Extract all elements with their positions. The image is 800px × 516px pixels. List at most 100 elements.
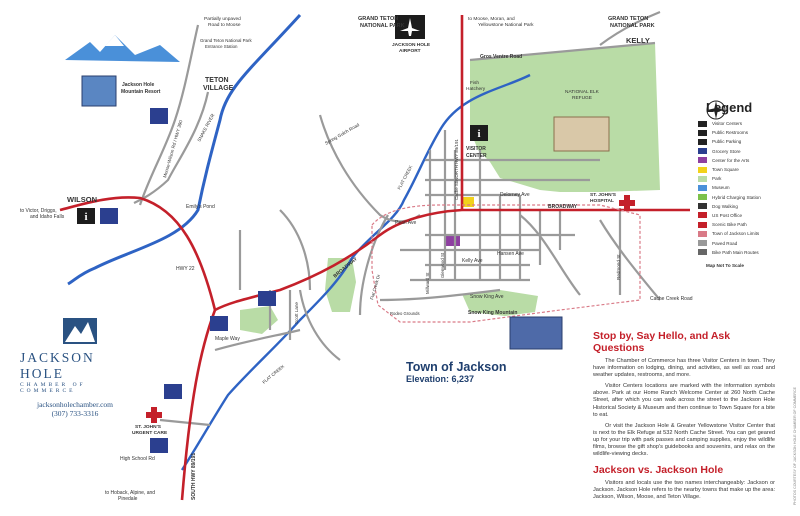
- svg-text:i: i: [477, 128, 480, 140]
- label-snow-king-ave: Snow King Ave: [470, 294, 504, 300]
- park-areas: [240, 43, 660, 334]
- snake-river: [67, 13, 302, 286]
- elk-refuge-photo: [553, 116, 610, 152]
- grocery-icon: [258, 291, 276, 306]
- label-flat-creek-dr: Flat Creek Dr: [369, 273, 381, 300]
- legend-item-label: Center for the Arts: [712, 157, 750, 163]
- legend-item-label: Paved Road: [712, 240, 738, 246]
- hospital-cross-icon: [619, 195, 635, 211]
- brand-name: JACKSON HOLE: [20, 350, 95, 381]
- legend-item-label: Dog Walking: [712, 203, 738, 209]
- label-to-moose: to Moose, Moran, and: [468, 16, 515, 22]
- chamber-branding: JACKSON HOLE CHAMBER OF COMMERCE jackson…: [20, 310, 140, 418]
- label-kelly: KELLY: [626, 36, 650, 45]
- label-resort: Jackson Hole: [122, 82, 154, 88]
- south-hwy-89: [180, 309, 217, 501]
- info-para-1: The Chamber of Commerce has three Visito…: [593, 358, 775, 379]
- label-elk-refuge: NATIONAL ELK: [565, 89, 600, 95]
- west-park: [325, 258, 356, 312]
- legend-item: Center for the Arts: [698, 156, 792, 165]
- town-limits: [371, 204, 641, 323]
- legend-item-label: Bike Path Main Routes: [712, 249, 759, 255]
- legend-item-label: Public Restrooms: [712, 130, 748, 136]
- label-fish-hatchery: Fish: [470, 80, 479, 86]
- label-kelly-ave: Kelly Ave: [462, 258, 483, 264]
- legend-item-label: Grocery Store: [712, 148, 741, 154]
- legend-swatch-icon: [698, 212, 707, 219]
- label-emilys-pond: Emily's Pond: [186, 204, 215, 210]
- legend-item: Visitor Centers: [698, 119, 792, 128]
- svg-text:to Victor, Driggs,and Idaho Fa: to Victor, Driggs,and Idaho Falls: [20, 208, 65, 220]
- label-rodeo: Rodeo Grounds: [390, 311, 420, 316]
- label-visitor-center: VISITOR: [466, 146, 486, 152]
- legend-swatch-icon: [698, 194, 707, 201]
- label-millward-st: Millward St: [425, 272, 430, 294]
- legend-item-label: Museum: [712, 185, 730, 191]
- legend-scale-note: Map Not To Scale: [706, 262, 744, 268]
- legend-item-label: Park: [712, 176, 722, 182]
- legend-item: Grocery Store: [698, 147, 792, 156]
- label-delorney: Delorney Ave: [500, 192, 530, 198]
- legend-swatch-icon: [698, 249, 707, 256]
- info-panel: Stop by, Say Hello, and Ask Questions Th…: [593, 330, 775, 506]
- label-broadway-east: BROADWAY: [548, 204, 578, 210]
- info-para-4: Visitors and locals use the two names in…: [593, 480, 775, 501]
- center-for-the-arts: [446, 236, 460, 246]
- label-st-johns-hospital: ST. JOHN'S: [590, 192, 617, 198]
- legend-title: Legend: [706, 100, 753, 115]
- mountain-logo: [65, 35, 180, 62]
- legend-item: Public Restrooms: [698, 128, 792, 137]
- info-para-3: Or visit the Jackson Hole & Greater Yell…: [593, 422, 775, 458]
- info-icon: [77, 208, 95, 224]
- label-wilson: WILSON: [67, 195, 97, 204]
- legend-swatch-icon: [698, 157, 707, 164]
- hwy-22: [59, 196, 217, 311]
- legend-swatch-icon: [698, 120, 707, 127]
- label-grand-teton-left: GRAND TETON: [358, 16, 398, 22]
- label-snake-river: SNAKE RIVER: [196, 112, 215, 142]
- label-gros-ventre-road: Gros Ventre Road: [480, 54, 522, 60]
- legend-item-label: Hybrid Charging Station: [712, 194, 761, 200]
- photo-credit: PHOTOS COURTESY OF JACKSON HOLE CHAMBER …: [793, 386, 797, 505]
- label-hansen-ave: Hansen Ave: [497, 251, 524, 257]
- legend-item: Paved Road: [698, 238, 792, 247]
- legend-item-label: Visitor Centers: [712, 121, 743, 127]
- legend-swatch-icon: [698, 230, 707, 237]
- legend-item: Scenic Bike Path: [698, 220, 792, 229]
- legend-item: Dog Walking: [698, 202, 792, 211]
- label-scott-lane: Scott Lane: [294, 302, 299, 324]
- legend-swatch-icon: [698, 148, 707, 155]
- label-glenwood-st: Glenwood St: [440, 252, 445, 278]
- label-south-hwy: SOUTH HWY 89/191: [191, 453, 197, 500]
- label-high-school-rd: High School Rd: [120, 456, 155, 462]
- brand-phone: (307) 733-3316: [51, 409, 99, 418]
- legend-swatch-icon: [698, 175, 707, 182]
- legend-item: Town Square: [698, 165, 792, 174]
- label-airport: JACKSON HOLE: [392, 42, 431, 48]
- south-park: [240, 306, 278, 334]
- legend-item: Bike Path Main Routes: [698, 248, 792, 257]
- legend-item: Hybrid Charging Station: [698, 193, 792, 202]
- svg-text:i: i: [84, 211, 87, 223]
- grocery-icon: [210, 316, 228, 331]
- label-to-hoback: to Hoback, Alpine, and: [105, 490, 155, 496]
- legend-item: US Post Office: [698, 211, 792, 220]
- compass-rose-icon: [706, 100, 726, 120]
- snow-king-park: [462, 290, 538, 316]
- label-maple-way: Maple Way: [215, 336, 240, 342]
- grocery-icon: [150, 438, 168, 453]
- town-elevation: Elevation: 6,237: [406, 374, 475, 384]
- legend-item-label: Town of Jackson Limits: [712, 231, 760, 237]
